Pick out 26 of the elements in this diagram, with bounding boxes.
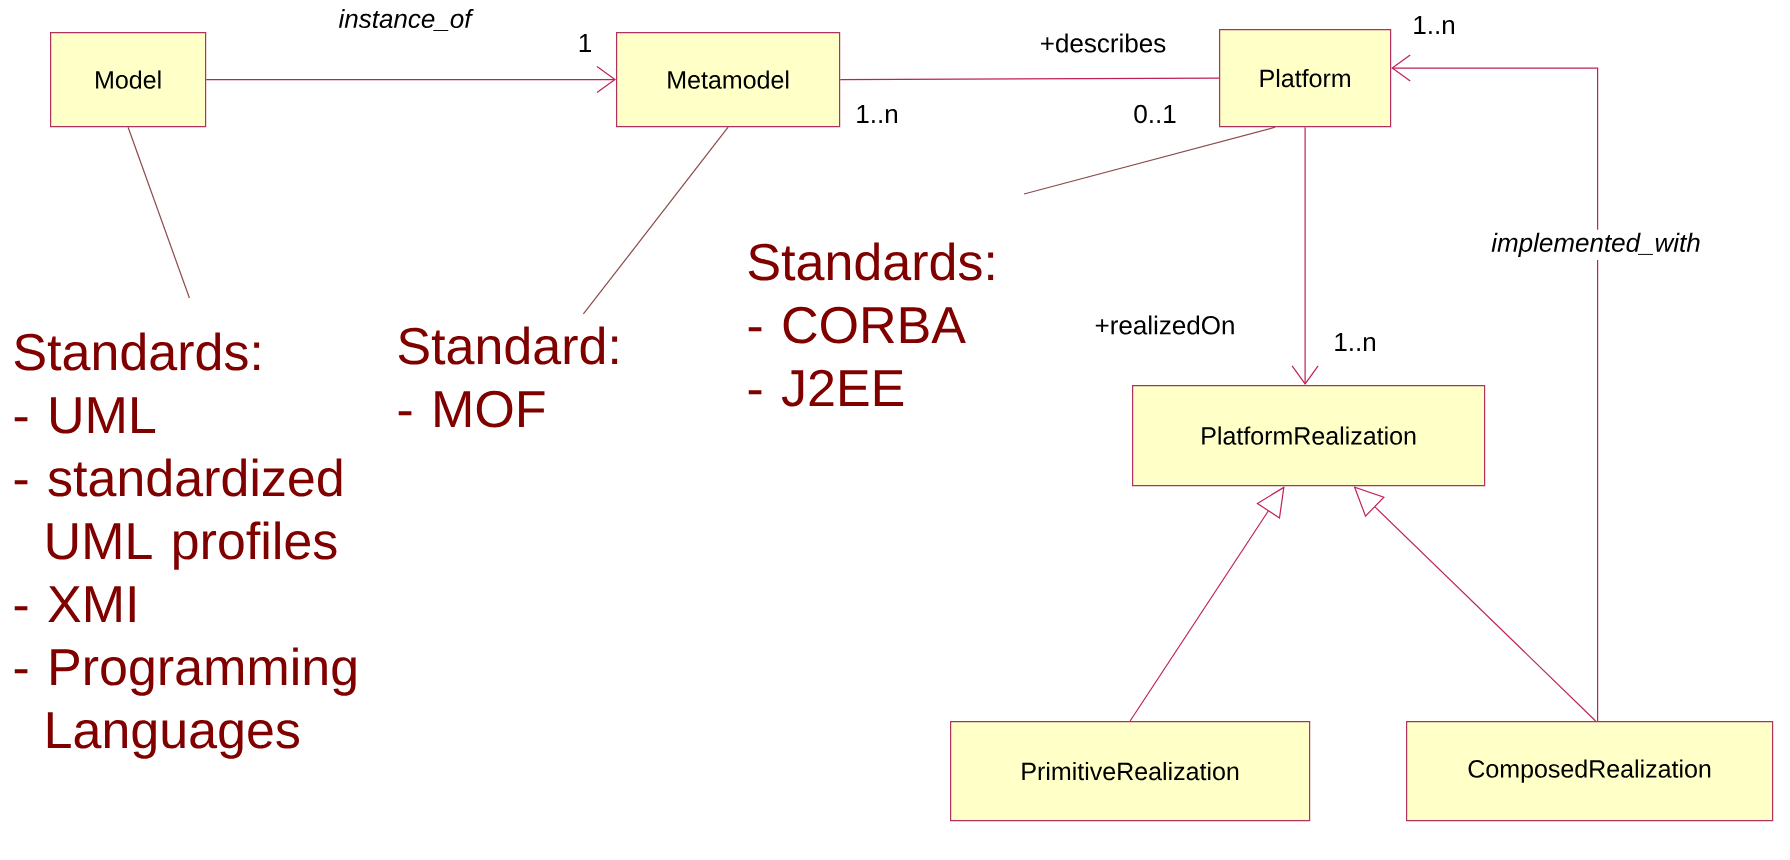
edge-label: +describes [1036,30,1170,56]
generalization-arrow [1129,486,1285,722]
leader-line [1023,126,1276,195]
leader-line [582,126,729,315]
arrow [1391,54,1599,722]
leader-line [127,126,190,299]
edge-label: implemented_with [1488,229,1704,261]
class-box: ComposedRealization [1406,721,1774,822]
arrow [205,66,616,94]
arrow [1291,126,1319,385]
association-line [839,77,1220,81]
standards-note: Standard: - MOF [398,326,618,428]
class-box: PlatformRealization [1132,385,1486,487]
multiplicity-label: 1..n [1335,333,1375,351]
multiplicity-label: 1 [579,34,591,52]
class-box: Metamodel [616,32,841,128]
edge-label: +realizedOn [1091,312,1239,338]
class-box: PrimitiveRealization [950,721,1311,822]
class-box: Platform [1219,29,1392,128]
edge-label: instance_of [335,6,475,34]
multiplicity-label: 1..n [1414,16,1454,34]
multiplicity-label: 1..n [857,105,897,123]
standards-note: Standards: - UML - standardized UML profiles - XMI - Programming Languages [14,332,356,759]
standards-note: Standards: - CORBA - J2EE [748,242,994,407]
multiplicity-label: 0..1 [1134,104,1176,124]
class-box: Model [50,32,207,128]
